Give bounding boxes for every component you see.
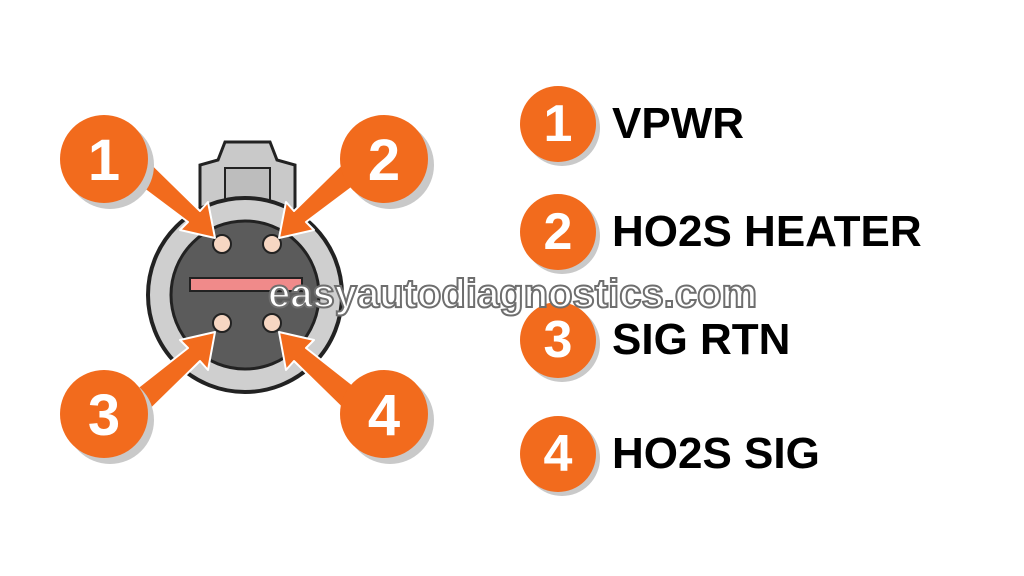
legend-label-4: HO2S SIG [612, 429, 820, 478]
pin-3-callout-number: 3 [88, 383, 120, 448]
pin-4-callout-number: 4 [368, 383, 400, 448]
pin-2-callout: 2 [340, 115, 434, 209]
legend-badge-3: 3 [520, 302, 596, 378]
legend-item-3: 3 SIG RTN [520, 300, 790, 380]
pin-2-arrow [278, 161, 363, 239]
watermark: easyautodiagnostics.com [267, 271, 758, 317]
pin-2-callout-number: 2 [368, 128, 400, 193]
pin-3-arrow [131, 331, 216, 411]
legend-badge-4: 4 [520, 416, 596, 492]
legend-item-1: 1 VPWR [520, 84, 744, 164]
legend-label-2: HO2S HEATER [612, 207, 922, 256]
legend-label-3: SIG RTN [612, 315, 791, 364]
pin-1-arrow [131, 161, 216, 239]
pin-3-callout: 3 [60, 370, 154, 464]
pin-1-callout-number: 1 [88, 128, 120, 193]
legend-item-2: 2 HO2S HEATER [520, 192, 922, 272]
pin-4-terminal [262, 313, 282, 333]
pin-4-callout: 4 [340, 370, 434, 464]
legend-badge-2: 2 [520, 194, 596, 270]
pin-3-terminal [212, 313, 232, 333]
pin-4-arrow [278, 331, 363, 411]
legend-label-1: VPWR [612, 99, 744, 148]
pin-1-terminal [212, 234, 232, 254]
pin-2-terminal [262, 234, 282, 254]
connector-key-bar [189, 277, 303, 292]
pin-1-callout: 1 [60, 115, 154, 209]
legend-item-4: 4 HO2S SIG [520, 414, 820, 494]
legend-badge-1: 1 [520, 86, 596, 162]
